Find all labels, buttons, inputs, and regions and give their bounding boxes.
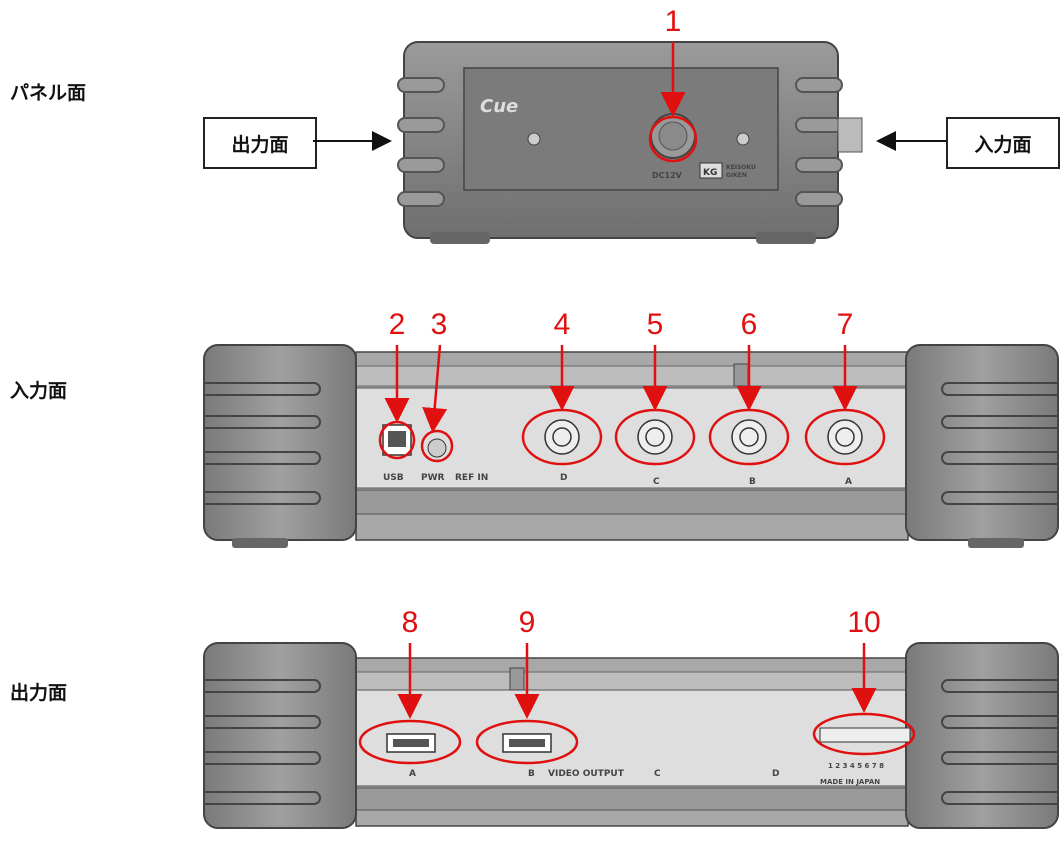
section-label-input: 入力面 — [10, 380, 68, 402]
callout-number-3: 3 — [430, 308, 448, 341]
section-label-panel: パネル面 — [10, 82, 87, 104]
output-label-c: C — [654, 769, 661, 779]
input-label-pwr: PWR — [421, 473, 445, 483]
dip-switch-numbers: 1 2 3 4 5 6 7 8 — [828, 762, 884, 770]
output-label-a: A — [409, 769, 416, 779]
maker-text-2: GIKEN — [726, 172, 747, 179]
callout-number-7: 7 — [836, 308, 854, 341]
callout-number-2: 2 — [388, 308, 406, 341]
input-label-a: A — [845, 477, 852, 487]
panel-face-view: Cue DC12V KG KEISOKU GIKEN — [397, 41, 863, 244]
output-label-b: B — [528, 769, 535, 779]
maker-text-1: KEISOKU — [726, 164, 756, 171]
callout-number-4: 4 — [553, 308, 571, 341]
made-in-label: MADE IN JAPAN — [820, 778, 880, 786]
output-label-video: VIDEO OUTPUT — [548, 769, 625, 779]
callout-number-10: 10 — [847, 606, 881, 639]
callout-number-8: 8 — [401, 606, 419, 639]
callout-number-1: 1 — [664, 5, 682, 38]
callout-number-5: 5 — [646, 308, 664, 341]
output-face-view: A B VIDEO OUTPUT C D 1 2 3 4 5 6 7 8 MAD… — [203, 642, 1059, 829]
section-label-output: 出力面 — [10, 682, 68, 704]
input-label-ref: REF IN — [455, 473, 488, 483]
maker-logo: KG — [703, 168, 717, 178]
input-label-b: B — [749, 477, 756, 487]
input-label-d: D — [560, 473, 567, 483]
callout-output-face: 出力面 — [203, 117, 317, 169]
callout-number-6: 6 — [740, 308, 758, 341]
input-face-view: USB PWR REF IN D C B A — [203, 344, 1059, 548]
input-label-usb: USB — [383, 473, 404, 483]
output-label-d: D — [772, 769, 779, 779]
power-label: DC12V — [652, 171, 683, 180]
input-label-c: C — [653, 477, 660, 487]
brand-logo: Cue — [480, 96, 518, 117]
callout-input-face: 入力面 — [946, 117, 1060, 169]
callout-number-9: 9 — [518, 606, 536, 639]
